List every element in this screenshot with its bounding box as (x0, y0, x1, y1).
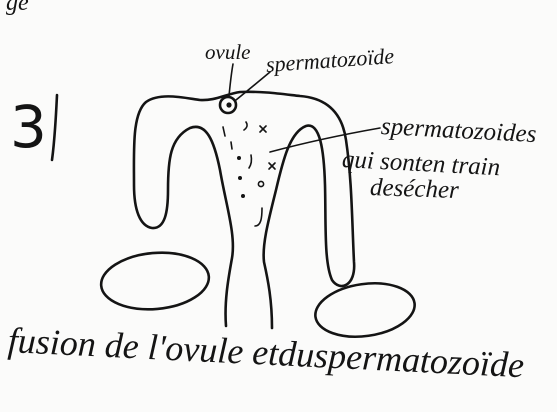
right-ovary (312, 277, 418, 342)
left-ovary (99, 248, 211, 313)
spermatozoides-label-line-3: desécher (370, 175, 460, 203)
uterus-outline (134, 92, 354, 328)
sperm-mark (223, 127, 225, 136)
cropped-top-text: ge (6, 0, 29, 15)
sperm-mark (258, 181, 263, 186)
spermatozoide-leader-line (236, 72, 270, 100)
sperm-mark (269, 163, 275, 169)
sperm-mark (260, 126, 266, 132)
ovule-nucleus (226, 102, 231, 107)
sperm-mark (255, 208, 262, 226)
ovule-label: ovule (205, 42, 250, 63)
spermatozoa-marks (223, 122, 275, 226)
figure-divider-line (52, 95, 57, 160)
sperm-mark (249, 155, 251, 168)
ovule-leader-line (229, 64, 233, 96)
sperm-mark (238, 176, 242, 180)
sperm-mark (237, 156, 241, 160)
sperm-mark (244, 122, 247, 130)
sperm-mark (231, 142, 232, 149)
sperm-mark (241, 194, 245, 198)
figure-number: 3 (10, 98, 47, 156)
